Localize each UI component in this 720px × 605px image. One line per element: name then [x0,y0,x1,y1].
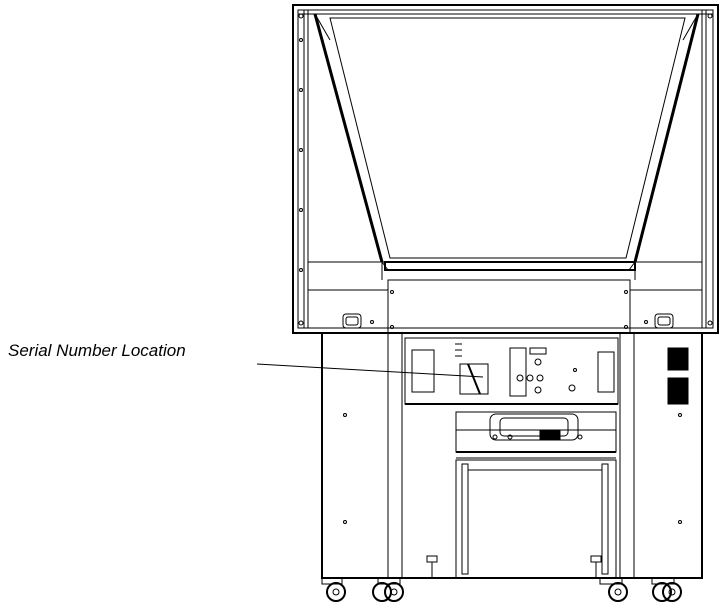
leveling-feet [426,555,602,578]
mirror-bottom-bar [381,261,636,271]
caster-left-outer [321,577,346,602]
callout-leader-line [256,363,484,378]
rear-connector-panel [404,337,619,405]
caster-right-outer [651,577,682,602]
caster-left-inner [372,577,404,602]
lower-left-panel [308,261,388,329]
cabinet-vents [667,347,689,405]
serial-number-callout-label: Serial Number Location [8,341,186,360]
casters [321,555,682,602]
cabinet-body [321,332,703,579]
lower-right-panel [630,261,702,329]
caster-right-inner [599,577,628,602]
lower-center-panel [387,279,631,334]
projector-engine [455,411,617,459]
equipment-rack [455,459,617,579]
mirror-panel [313,13,700,263]
